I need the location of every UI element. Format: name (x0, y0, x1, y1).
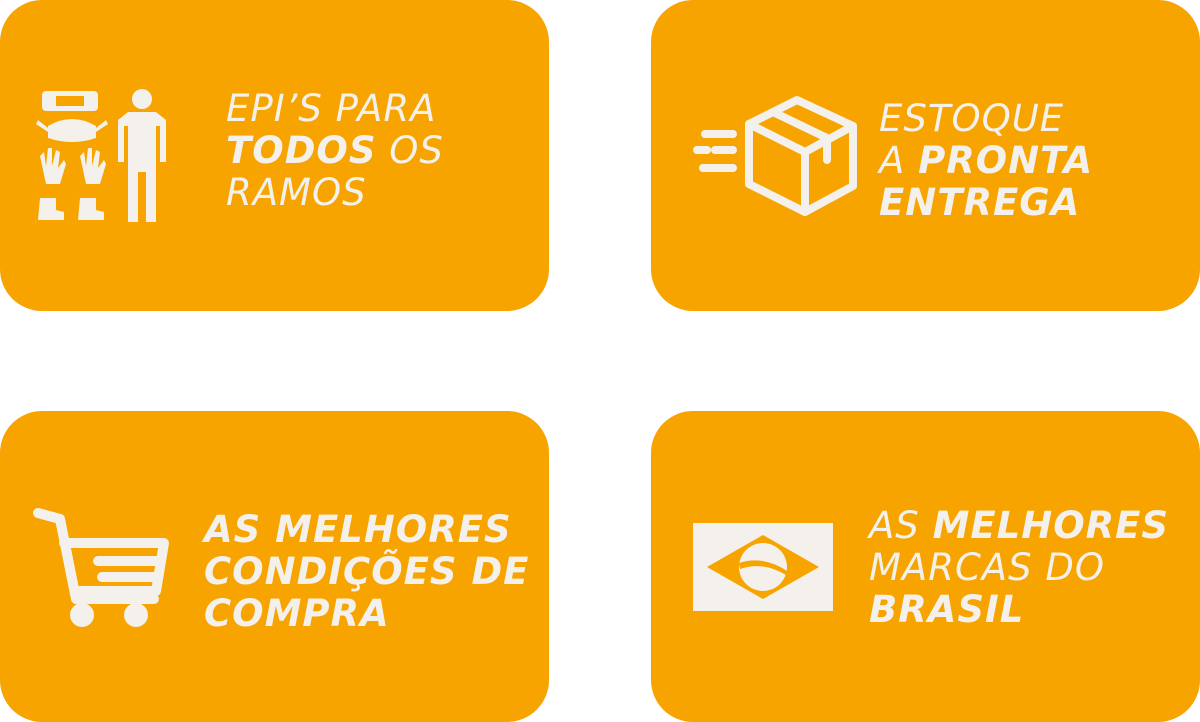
text-line: A PRONTA (879, 140, 1093, 182)
text-line: ESTOQUE (879, 98, 1093, 140)
text-segment: A (879, 139, 919, 182)
text-line: CONDIÇÕES DE (204, 551, 529, 593)
text-line: TODOS OS (226, 130, 444, 172)
feature-card-marcas: AS MELHORES MARCAS DO BRASIL (651, 411, 1200, 722)
text-line: AS MELHORES (204, 509, 529, 551)
text-segment: OS (376, 129, 444, 172)
card-text: EPI’S PARA TODOS OS RAMOS (226, 88, 444, 214)
text-line: MARCAS DO (869, 547, 1169, 589)
text-segment: PRONTA (918, 139, 1094, 182)
text-segment: MELHORES (932, 504, 1170, 547)
feature-card-estoque: ESTOQUE A PRONTA ENTREGA (651, 0, 1200, 311)
text-segment: CONDIÇÕES DE (204, 550, 530, 593)
text-segment: AS (869, 504, 933, 547)
text-line: AS MELHORES (869, 505, 1169, 547)
text-line: EPI’S PARA (226, 88, 444, 130)
shopping-cart-icon (33, 508, 169, 627)
ppe-equipment-icon (36, 89, 166, 222)
text-segment: COMPRA (204, 592, 390, 635)
feature-card-condicoes: AS MELHORES CONDIÇÕES DE COMPRA (0, 411, 549, 722)
brazil-flag-icon (693, 523, 833, 611)
text-segment: TODOS (226, 129, 377, 172)
text-segment: RAMOS (226, 171, 367, 214)
text-segment: ESTOQUE (879, 97, 1065, 140)
text-segment: EPI’S PARA (226, 87, 437, 130)
card-text: AS MELHORES MARCAS DO BRASIL (869, 505, 1169, 631)
text-line: COMPRA (204, 593, 529, 635)
feature-card-epi: EPI’S PARA TODOS OS RAMOS (0, 0, 549, 311)
text-segment: ENTREGA (879, 181, 1081, 224)
fast-delivery-box-icon (693, 96, 857, 216)
card-text: AS MELHORES CONDIÇÕES DE COMPRA (204, 509, 529, 635)
text-line: BRASIL (869, 589, 1169, 631)
text-segment: BRASIL (869, 588, 1025, 631)
card-text: ESTOQUE A PRONTA ENTREGA (879, 98, 1093, 224)
text-segment: AS MELHORES (204, 508, 512, 551)
text-segment: MARCAS DO (869, 546, 1105, 589)
text-line: RAMOS (226, 172, 444, 214)
text-line: ENTREGA (879, 182, 1093, 224)
